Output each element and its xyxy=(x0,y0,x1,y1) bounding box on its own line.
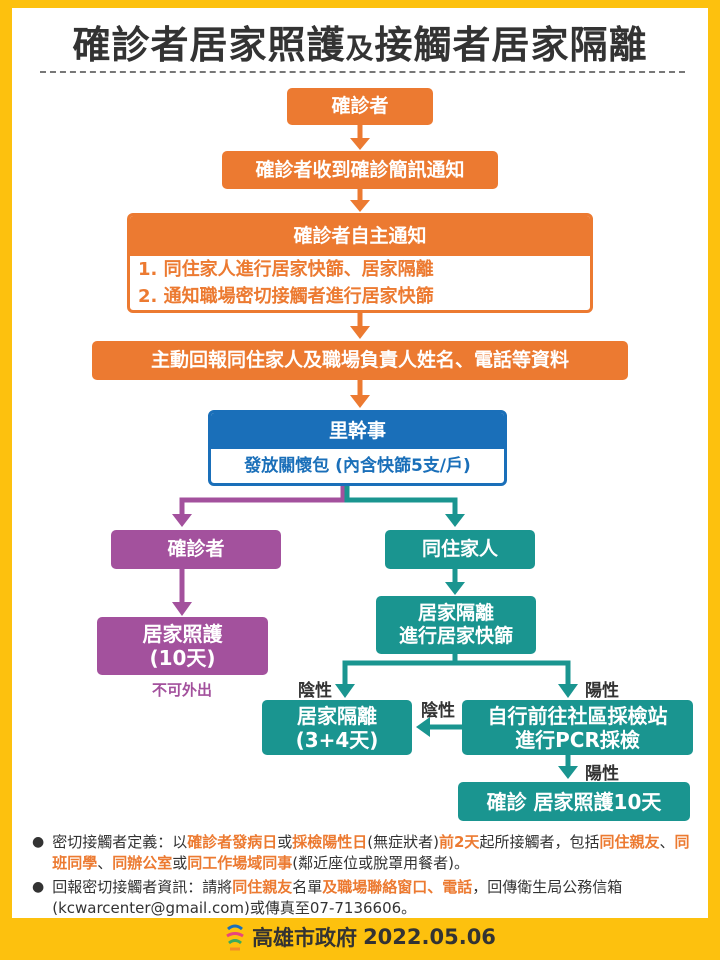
branch-household-label: 同住家人 xyxy=(421,538,498,561)
branch-confirmed-case-label: 確診者 xyxy=(167,538,225,561)
step-confirmed-case: 確診者 xyxy=(287,88,433,125)
step-receive-sms: 確診者收到確診簡訊通知 xyxy=(222,151,498,189)
page-title: 確診者居家照護及接觸者居家隔離 xyxy=(0,14,720,69)
branch-household: 同住家人 xyxy=(385,530,535,569)
kaohsiung-logo-icon xyxy=(226,924,244,951)
footer: 高雄市政府 2022.05.06 xyxy=(0,922,720,952)
note-text: (無症狀者) xyxy=(367,833,439,851)
village-officer-title: 里幹事 xyxy=(211,413,504,449)
positive-label: 陽性 xyxy=(585,681,619,701)
note-highlight: 及職場聯絡窗口、電話 xyxy=(322,878,473,896)
home-care-box: 居家照護(10天) xyxy=(97,617,268,675)
step-self-notify-title: 確診者自主通知 xyxy=(130,216,590,256)
quarantine-3plus4-box: 居家隔離(3+4天) xyxy=(262,700,412,755)
note-text: 起所接觸者，包括 xyxy=(479,833,600,851)
note-highlight: 同工作場域同事 xyxy=(187,854,293,872)
note-text: ，回傳衛生局公務信箱(kcwarcenter@gmail.com)或傳真至07-… xyxy=(52,878,623,917)
step-confirmed-case-label: 確診者 xyxy=(331,95,389,118)
quarantine-line1: 居家隔離 xyxy=(297,703,377,728)
household-quarantine-line1: 居家隔離 xyxy=(417,602,494,625)
note-text: 密切接觸者定義：以 xyxy=(52,833,188,851)
step-report-contacts: 主動回報同住家人及職場負責人姓名、電話等資料 xyxy=(92,341,628,380)
pcr-positive-label: 陽性 xyxy=(585,764,619,784)
note-highlight: 同住親友 xyxy=(599,833,660,851)
step-self-notify: 確診者自主通知 1. 同住家人進行居家快篩、居家隔離 2. 通知職場密切接觸者進… xyxy=(127,213,593,313)
title-tail: 接觸者居家隔離 xyxy=(374,23,648,67)
note-report-contacts: ● 回報密切接觸者資訊：請將同住親友名單及職場聯絡窗口、電話，回傳衛生局公務信箱… xyxy=(32,878,623,917)
title-connector: 及 xyxy=(345,32,375,65)
note-highlight: 確診者發病日 xyxy=(187,833,278,851)
note-highlight: 同班同學 xyxy=(52,833,690,872)
note-highlight: 同辦公室 xyxy=(112,854,173,872)
title-main: 確診者居家照護 xyxy=(72,23,346,67)
pcr-test-box: 自行前往社區採檢站進行PCR採檢 xyxy=(462,700,693,755)
village-officer-box: 里幹事 發放關懷包 (內含快篩5支/戶) xyxy=(208,410,507,486)
note-text: 或 xyxy=(172,854,188,872)
household-quarantine-line2: 進行居家快篩 xyxy=(398,625,513,647)
care-package-text: 發放關懷包 (內含快篩5支/戶) xyxy=(244,456,471,476)
note-highlight: 同住親友 xyxy=(232,878,293,896)
home-care-line2: (10天) xyxy=(149,646,216,670)
no-going-out-note: 不可外出 xyxy=(151,681,212,699)
confirmed-home-care-box: 確診 居家照護10天 xyxy=(458,782,690,821)
home-care-line1: 居家照護 xyxy=(142,622,223,646)
note-text: (鄰近座位或脫罩用餐者)。 xyxy=(292,854,470,872)
footer-org: 高雄市政府 xyxy=(252,926,358,950)
note-highlight: 前2天 xyxy=(439,833,480,851)
note-text: 名單 xyxy=(292,878,323,896)
step-receive-sms-label: 確診者收到確診簡訊通知 xyxy=(255,158,465,181)
self-notify-item: 1. 同住家人進行居家快篩、居家隔離 xyxy=(138,259,434,280)
step-report-contacts-label: 主動回報同住家人及職場負責人姓名、電話等資料 xyxy=(150,349,569,372)
negative-label: 陰性 xyxy=(298,681,332,701)
pcr-negative-label: 陰性 xyxy=(421,701,455,721)
note-close-contact-definition: ● 密切接觸者定義：以確診者發病日或採檢陽性日(無症狀者)前2天起所接觸者，包括… xyxy=(32,833,690,872)
confirmed-home-care-label: 確診 居家照護10天 xyxy=(486,789,662,814)
household-quarantine-box: 居家隔離進行居家快篩 xyxy=(376,596,536,654)
note-text: 回報密切接觸者資訊：請將 xyxy=(52,878,233,896)
pcr-line1: 自行前往社區採檢站 xyxy=(487,703,668,728)
quarantine-line2: (3+4天) xyxy=(295,727,379,752)
title-divider xyxy=(40,71,685,73)
note-text: 、 xyxy=(97,854,113,872)
note-highlight: 採檢陽性日 xyxy=(292,833,368,851)
note-text: 、 xyxy=(659,833,675,851)
pcr-line2: 進行PCR採檢 xyxy=(515,727,640,752)
note-text: 或 xyxy=(277,833,293,851)
notes: ● 密切接觸者定義：以確診者發病日或採檢陽性日(無症狀者)前2天起所接觸者，包括… xyxy=(32,832,692,922)
branch-confirmed-case: 確診者 xyxy=(111,530,281,569)
self-notify-item: 2. 通知職場密切接觸者進行居家快篩 xyxy=(138,286,434,307)
footer-date: 2022.05.06 xyxy=(363,925,496,949)
